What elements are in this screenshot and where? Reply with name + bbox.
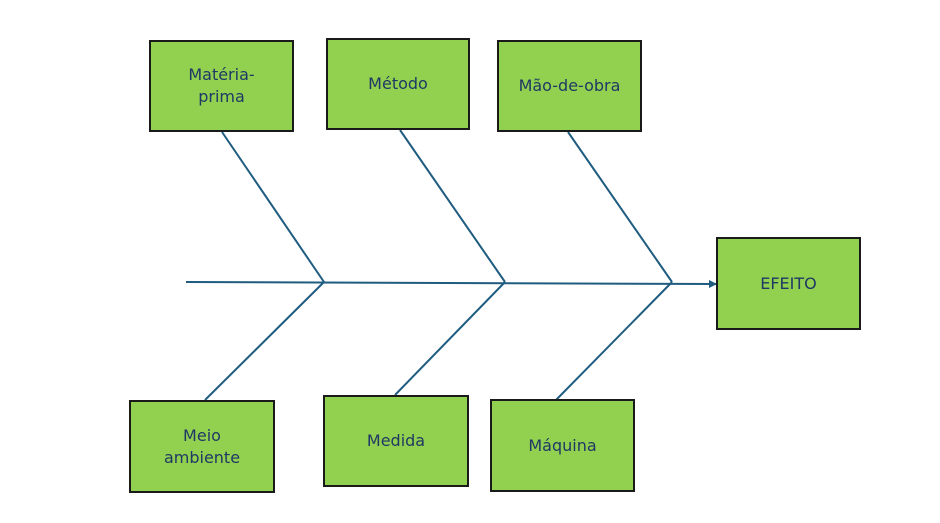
cause-label-metodo: Método [368,74,428,93]
cause-label-mao-de-obra: Mão-de-obra [518,76,621,95]
spine-line [185,279,717,288]
effect-label: EFEITO [760,273,817,293]
bone-meio-ambiente [204,281,325,401]
cause-label-materia-prima: Matéria- prima [188,65,255,106]
bone-metodo [399,129,506,283]
cause-box-materia-prima: Matéria- prima [149,40,294,132]
cause-label-meio-ambiente: Meio ambiente [163,425,241,467]
cause-label-maquina: Máquina [528,435,597,455]
cause-box-metodo: Método [326,38,470,130]
cause-box-maquina: Máquina [490,399,635,492]
cause-box-meio-ambiente: Meio ambiente [129,400,275,493]
cause-box-mao-de-obra: Mão-de-obra [497,40,642,132]
effect-box: EFEITO [716,237,861,330]
cause-box-medida: Medida [323,395,469,487]
cause-label-medida: Medida [366,431,426,450]
bone-materia-prima [221,131,325,283]
bone-maquina [555,281,673,401]
bone-medida [394,281,506,396]
bone-mao-de-obra [567,131,673,283]
